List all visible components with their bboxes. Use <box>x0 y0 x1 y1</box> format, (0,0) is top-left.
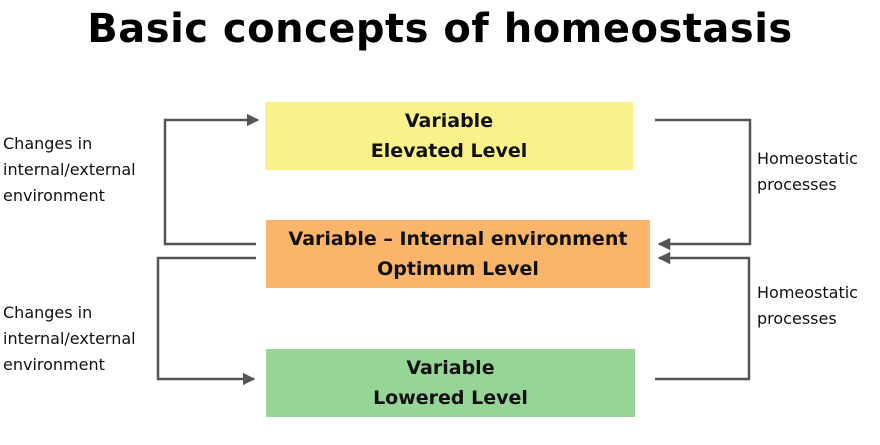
left-top-label-line: environment <box>3 186 105 205</box>
right-bottom-label-line: processes <box>757 309 837 328</box>
lowered-level-box: Variable Lowered Level <box>266 349 635 417</box>
elevated-box-line1: Variable <box>404 110 494 132</box>
lowered-box-line1: Variable <box>406 357 495 379</box>
elevated-level-box: Variable Elevated Level <box>265 102 633 170</box>
arrow-elevated-to-optimum <box>655 118 752 251</box>
left-top-label-line: internal/external <box>3 160 136 179</box>
arrow-optimum-to-lowered <box>156 256 256 386</box>
elevated-box-line2: Elevated Level <box>370 140 528 162</box>
optimum-level-box: Variable – Internal environment Optimum … <box>266 220 650 288</box>
left-bottom-label-line: internal/external <box>3 329 136 348</box>
right-bottom-label: Homeostatic processes <box>757 280 858 332</box>
arrow-optimum-to-elevated <box>163 113 260 246</box>
right-top-label: Homeostatic processes <box>757 146 858 198</box>
right-bottom-label-line: Homeostatic <box>757 283 858 302</box>
left-bottom-label-line: environment <box>3 355 105 374</box>
optimum-box-line2: Optimum Level <box>377 258 539 280</box>
arrow-lowered-to-optimum <box>655 251 751 381</box>
left-bottom-label: Changes in internal/external environment <box>3 300 136 378</box>
right-top-label-line: Homeostatic <box>757 149 858 168</box>
diagram-title: Basic concepts of homeostasis <box>87 6 793 52</box>
optimum-box-line1: Variable – Internal environment <box>288 228 628 250</box>
left-bottom-label-line: Changes in <box>3 303 93 322</box>
left-top-label: Changes in internal/external environment <box>3 131 136 209</box>
lowered-box-line2: Lowered Level <box>373 387 528 409</box>
left-top-label-line: Changes in <box>3 134 93 153</box>
right-top-label-line: processes <box>757 175 837 194</box>
